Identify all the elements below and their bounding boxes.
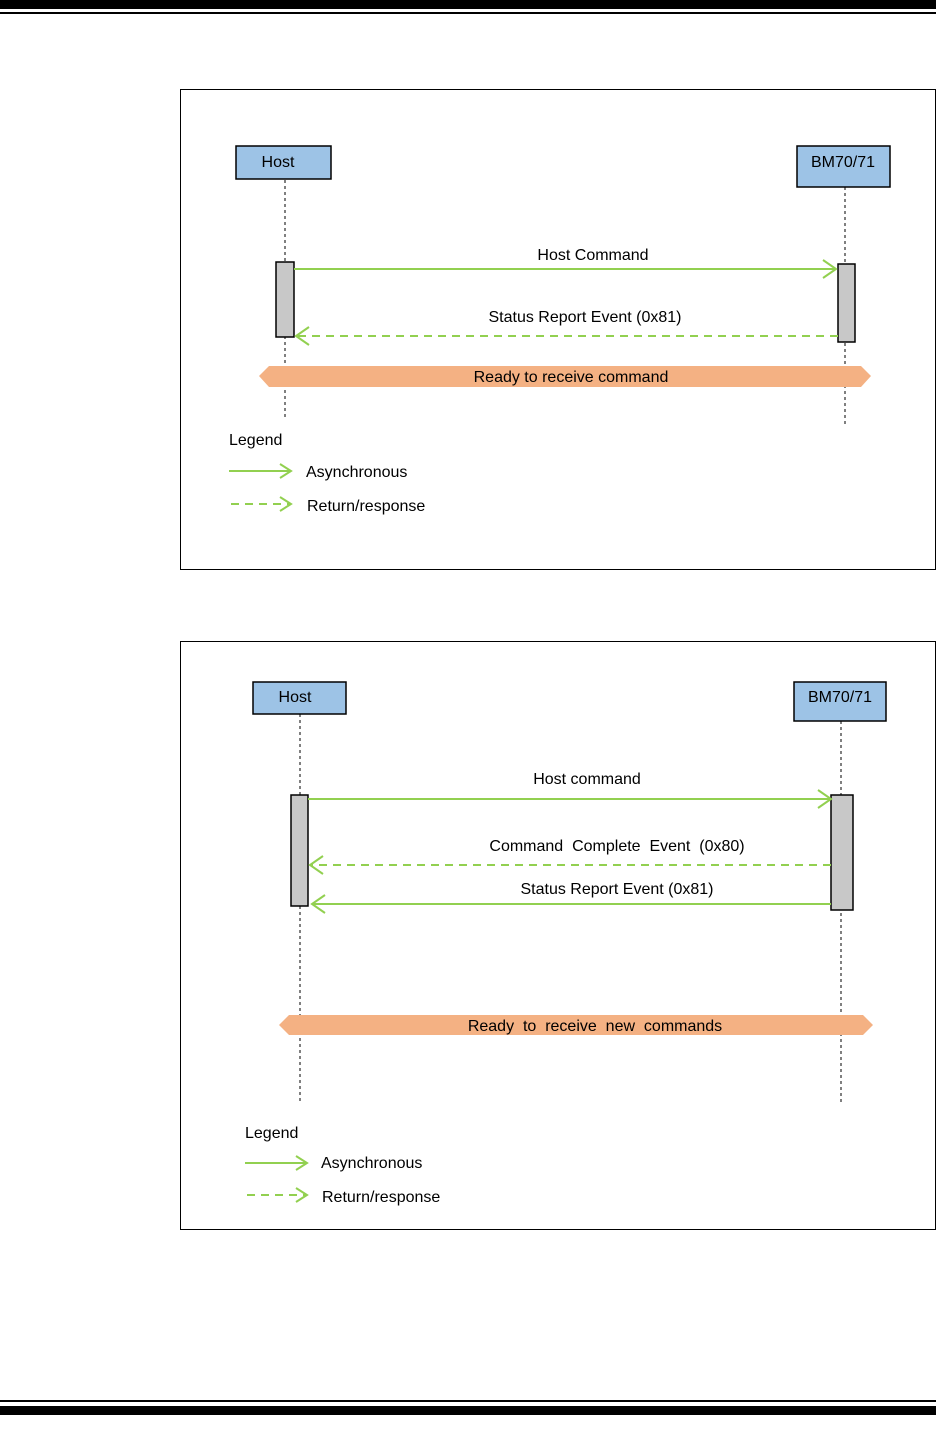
legend-async-label: Asynchronous: [306, 464, 407, 481]
host-activation-bar: [290, 794, 309, 907]
arrowhead-right-icon: [822, 259, 838, 279]
arrowhead-right-icon: [295, 1155, 309, 1171]
sequence-diagram-2: Host BM70/71 Host command Command Comple…: [180, 641, 936, 1230]
arrowhead-left-icon: [310, 894, 326, 914]
ready-state-band: Ready to receive command: [259, 366, 871, 387]
arrowhead-right-icon: [295, 1187, 309, 1203]
status-report-message: Status Report Event (0x81): [310, 881, 831, 914]
ready-state-label: Ready to receive command: [474, 369, 669, 386]
diagram-2-canvas: Host BM70/71 Host command Command Comple…: [245, 681, 887, 1206]
arrowhead-right-icon: [817, 789, 833, 809]
arrowhead-right-icon: [279, 496, 293, 512]
header-rule-thick: [0, 0, 936, 9]
device-participant-label: BM70/71: [808, 689, 872, 706]
legend-async-label: Asynchronous: [321, 1155, 422, 1172]
host-command-label: Host command: [533, 771, 641, 788]
host-participant-label: Host: [279, 689, 312, 706]
host-participant: Host: [235, 145, 332, 180]
legend-return-label: Return/response: [322, 1189, 440, 1206]
arrowhead-left-icon: [294, 326, 310, 346]
host-participant: Host: [252, 681, 347, 715]
arrowhead-left-icon: [308, 855, 324, 875]
header-rule-thin: [0, 12, 936, 14]
footer-rule-thin: [0, 1400, 936, 1402]
arrowhead-right-icon: [279, 463, 293, 479]
command-complete-message: Command Complete Event (0x80): [308, 838, 831, 875]
device-activation-bar: [837, 263, 856, 343]
diagram-1-canvas: Host BM70/71 Host Command Status Report …: [229, 145, 891, 515]
status-report-label: Status Report Event (0x81): [489, 309, 682, 326]
host-activation-bar: [275, 261, 295, 338]
command-complete-label: Command Complete Event (0x80): [489, 838, 744, 855]
legend: Legend Asynchronous Return/response: [229, 432, 425, 515]
footer-rule-thick: [0, 1406, 936, 1415]
status-report-message: Status Report Event (0x81): [294, 309, 838, 346]
legend-return-label: Return/response: [307, 498, 425, 515]
ready-state-band: Ready to receive new commands: [279, 1015, 873, 1035]
host-participant-label: Host: [262, 154, 295, 171]
device-participant: BM70/71: [793, 681, 887, 722]
host-command-label: Host Command: [537, 247, 648, 264]
host-command-message: Host command: [308, 771, 833, 809]
legend: Legend Asynchronous Return/response: [245, 1125, 440, 1206]
legend-title: Legend: [245, 1125, 298, 1142]
device-participant-label: BM70/71: [811, 154, 875, 171]
host-command-message: Host Command: [294, 247, 838, 279]
device-participant: BM70/71: [796, 145, 891, 188]
device-activation-bar: [830, 794, 854, 911]
legend-title: Legend: [229, 432, 282, 449]
ready-state-label: Ready to receive new commands: [468, 1018, 722, 1035]
sequence-diagram-1: Host BM70/71 Host Command Status Report …: [180, 89, 936, 570]
status-report-label: Status Report Event (0x81): [521, 881, 714, 898]
